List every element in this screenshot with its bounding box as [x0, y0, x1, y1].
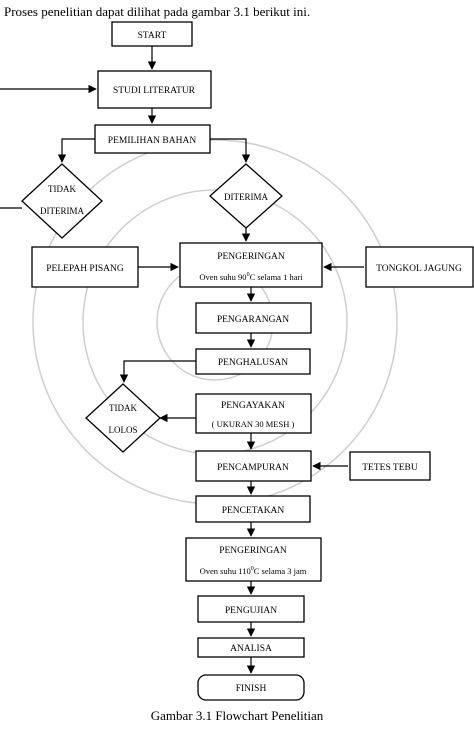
pengeringan-1-node [179, 242, 323, 288]
tidak-lolos-label-line2: LOLOS [109, 425, 138, 435]
pengeringan-1-detail: Oven suhu 900C selama 1 hari [199, 272, 303, 282]
pengeringan-1-detail-tail: C selama 1 hari [250, 272, 304, 282]
pencetakan-node [195, 495, 311, 523]
studi-literatur-label: STUDI LITERATUR [113, 86, 196, 96]
pelepah-pisang-node [31, 246, 139, 288]
connectors [0, 46, 364, 674]
tidak-lolos-decision [85, 383, 161, 453]
tidak-diterima-label-line1: TIDAK [48, 184, 76, 194]
pemilihan-bahan-label: PEMILIHAN BAHAN [108, 136, 197, 146]
pengeringan-1-title: PENGERINGAN [217, 252, 285, 262]
finish-node [197, 674, 305, 701]
pengeringan-2-detail: Oven suhu 1100C selama 3 jam [200, 566, 307, 576]
penghalusan-node [195, 348, 311, 375]
pengayakan-node [195, 393, 312, 434]
pencetakan-label: PENCETAKAN [222, 506, 285, 516]
pengeringan-2-detail-tail: C selama 3 jam [254, 566, 307, 576]
pengarangan-label: PENGARANGAN [217, 315, 289, 325]
tetes-tebu-node [349, 451, 431, 481]
pengeringan-2-degree-sup: 0 [251, 566, 254, 572]
start-node [111, 21, 193, 47]
pengeringan-2-title: PENGERINGAN [219, 546, 287, 556]
pencampuran-node [195, 450, 312, 482]
penghalusan-label: PENGHALUSAN [218, 358, 288, 368]
tongkol-jagung-node [365, 246, 474, 288]
intro-text: Proses penelitian dapat dilihat pada gam… [4, 4, 311, 19]
pemilihan-bahan-node [94, 124, 211, 154]
tongkol-jagung-label: TONGKOL JAGUNG [376, 264, 462, 274]
tidak-lolos-label-line1: TIDAK [109, 403, 137, 413]
pelepah-pisang-label: PELEPAH PISANG [46, 264, 124, 274]
finish-label: FINISH [236, 684, 267, 694]
tidak-diterima-label-line2: DITERIMA [40, 206, 84, 216]
studi-literatur-node [97, 70, 212, 109]
pengayakan-detail: ( UKURAN 30 MESH ) [212, 419, 295, 429]
pengeringan-2-node [185, 537, 322, 582]
figure-caption: Gambar 3.1 Flowchart Penelitian [150, 708, 324, 723]
tidak-diterima-decision [21, 163, 103, 239]
pencampuran-label: PENCAMPURAN [217, 463, 289, 473]
analisa-label: ANALISA [230, 644, 272, 654]
pengeringan-1-detail-text: Oven suhu 90 [199, 272, 246, 282]
start-label: START [138, 31, 167, 41]
pengujian-label: PENGUJIAN [225, 606, 277, 616]
analisa-node [197, 637, 305, 658]
pengarangan-node [195, 302, 312, 334]
pengujian-node [197, 595, 305, 623]
pengeringan-1-degree-sup: 0 [247, 272, 250, 278]
pengeringan-2-detail-text: Oven suhu 110 [200, 566, 251, 576]
diterima-decision [209, 163, 283, 229]
diterima-label: DITERIMA [224, 192, 268, 202]
tetes-tebu-label: TETES TEBU [362, 463, 418, 473]
pengayakan-title: PENGAYAKAN [221, 401, 285, 411]
